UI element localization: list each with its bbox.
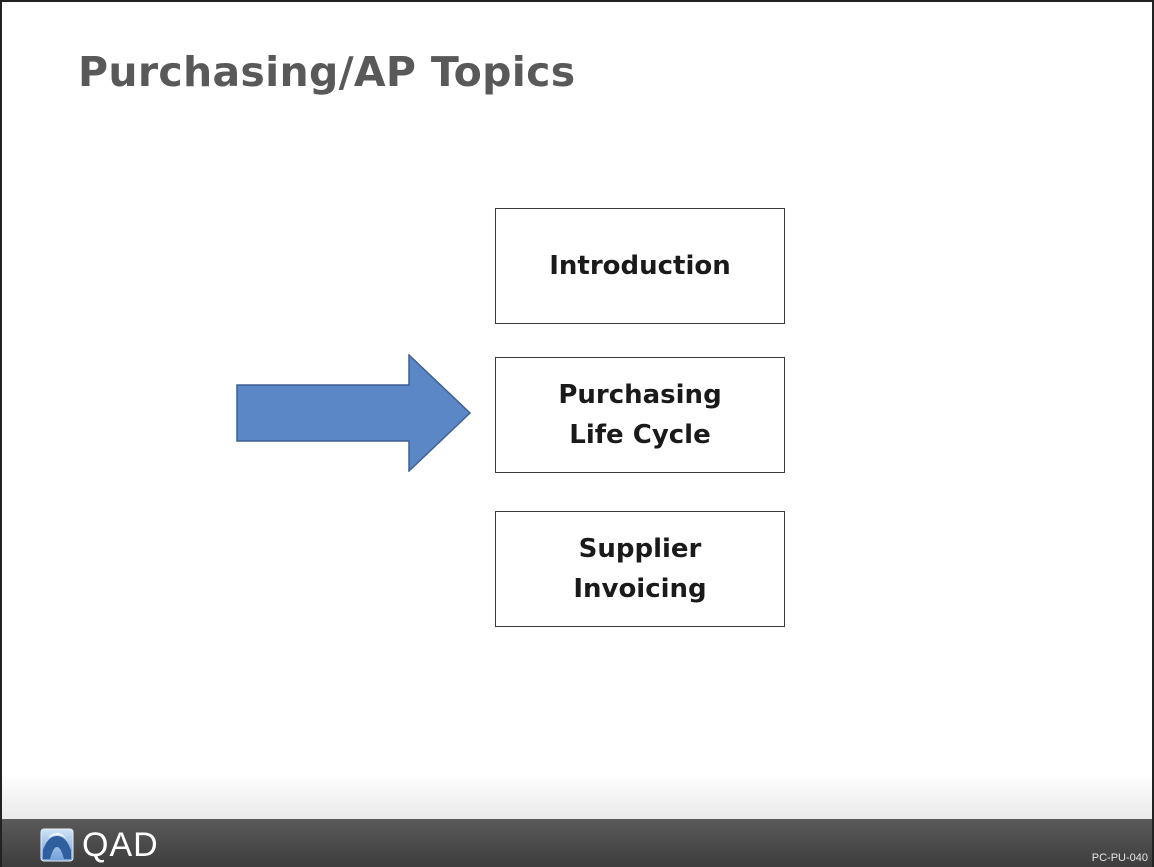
topic-introduction: Introduction [495,208,785,324]
qad-logo-icon [40,828,74,862]
topic-label: Supplier Invoicing [573,534,707,604]
qad-logo: QAD [40,828,159,862]
footer-fade [2,774,1152,819]
topic-purchasing-life-cycle: Purchasing Life Cycle [495,357,785,473]
slide-code: PC-PU-040 [1091,852,1148,864]
footer-bar [2,819,1152,867]
logo-text: QAD [82,826,159,864]
topic-label: Purchasing Life Cycle [558,380,722,450]
topic-supplier-invoicing: Supplier Invoicing [495,511,785,627]
topic-label: Introduction [549,251,731,281]
right-arrow-icon [236,354,472,472]
slide-title: Purchasing/AP Topics [78,48,576,96]
